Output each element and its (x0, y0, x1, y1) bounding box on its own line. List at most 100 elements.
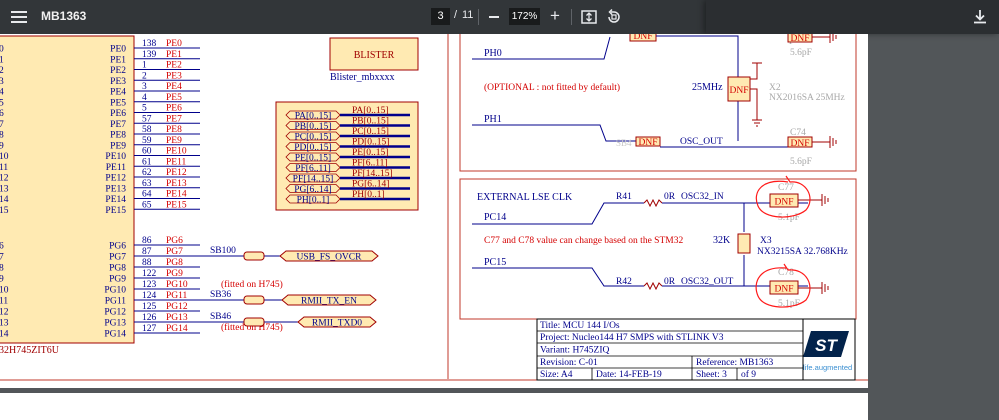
pe-net-15: PE15 (166, 200, 187, 210)
pe-left-num-6: 6 (0, 109, 4, 119)
title-block-date: Date: 14-FEB-19 (596, 370, 662, 380)
pe-pin-4: PE4 (110, 88, 126, 98)
x2-ref: X2 (769, 83, 781, 93)
bus-port-6 (285, 173, 341, 183)
c78-dnf: DNF (774, 285, 793, 295)
bus-port-label-5: PF[6..11] (295, 164, 331, 174)
c77-val: 5.1pF (778, 213, 800, 223)
usb-fs-ovcr-flag (279, 250, 379, 262)
sb100-symbol (243, 251, 265, 261)
pe-pin-5: PE5 (110, 98, 126, 108)
rotate-icon[interactable] (605, 8, 623, 26)
pe-net-14: PE14 (166, 190, 187, 200)
pe-left-num-0: 0 (0, 45, 4, 55)
rmii-txd0-flag (297, 316, 377, 328)
bus-label-group: PA[0..15]PA[0..15]PB[0..15]PB[0..15]PC[0… (285, 106, 410, 206)
sb100-label: SB100 (210, 246, 236, 256)
st-logo-text: ST (815, 336, 838, 355)
pg-pin-8: PG14 (104, 330, 126, 340)
pg-pin-number-5: 124 (142, 291, 157, 301)
bus-port-label-2: PC[0..15] (295, 133, 332, 143)
pe-pin-number-4: 3 (142, 82, 147, 92)
bus-net-label-7: PG[6..14] (352, 180, 389, 190)
pe-left-num-5: 5 (0, 98, 4, 108)
fit-page-icon[interactable] (580, 8, 598, 26)
pe-left-num-13: 13 (0, 184, 9, 194)
bus-port-3 (285, 142, 341, 151)
pe-net-12: PE12 (166, 168, 187, 178)
blister-caption: Blister_mbxxxx (330, 72, 394, 83)
pg-pin-number-0: 86 (142, 236, 152, 246)
hse-top-dnf: DNF (633, 34, 652, 42)
title-block-reference: Reference: MB1363 (696, 357, 774, 368)
ph0-label: PH0 (484, 48, 502, 59)
pe-pin-9: PE9 (110, 141, 126, 151)
bus-port-label-4: PE[0..15] (295, 154, 331, 164)
blister-label: BLISTER (354, 50, 395, 61)
bus-net-label-4: PE[0..15] (352, 148, 388, 158)
bus-port-label-1: PB[0..15] (295, 122, 332, 132)
hse-frame (459, 34, 857, 172)
pg-pin-7: PG13 (104, 319, 126, 329)
pe-pin-13: PE13 (105, 184, 126, 194)
pe-pin-number-6: 5 (142, 104, 147, 114)
menu-icon[interactable] (8, 6, 30, 28)
rmii-txd0-label: RMII_TXD0 (312, 319, 362, 329)
pe-net-2: PE2 (166, 61, 182, 71)
lse-note: C77 and C78 value can change based on th… (484, 236, 683, 246)
blister-symbol (329, 37, 419, 71)
plus-icon[interactable]: + (550, 6, 560, 25)
pg-net-6: PG12 (166, 302, 188, 312)
pe-pin-number-14: 64 (142, 190, 152, 200)
pe-pin-8: PE8 (110, 131, 126, 141)
download-icon[interactable] (971, 8, 989, 26)
pe-left-num-3: 3 (0, 77, 4, 87)
minus-icon[interactable] (485, 8, 503, 26)
bus-net-label-6: PF[14..15] (352, 169, 393, 179)
pg-net-1: PG7 (166, 247, 183, 257)
pe-left-num-12: 12 (0, 174, 9, 184)
pg-net-8: PG14 (166, 324, 188, 334)
pe-pin-2: PE2 (110, 66, 126, 76)
pe-left-num-10: 10 (0, 152, 9, 162)
osc32-in-label: OSC32_IN (681, 192, 724, 202)
pg-pin-4: PG10 (104, 286, 126, 296)
pe-left-num-9: 9 (0, 141, 4, 151)
r42-label: R42 (616, 277, 632, 287)
pe-net-3: PE3 (166, 71, 182, 81)
optional-note: (OPTIONAL : not fitted by default) (484, 82, 620, 93)
pg-pin-3: PG9 (109, 275, 126, 285)
pc14-label: PC14 (484, 212, 506, 223)
osc-out-label: OSC_OUT (680, 137, 723, 147)
page-total: 11 (462, 9, 474, 21)
document-title: MB1363 (41, 9, 87, 23)
bus-port-1 (285, 121, 341, 130)
x3-crystal (737, 233, 751, 254)
pe-pin-14: PE14 (105, 195, 126, 205)
pe-left-num-11: 11 (0, 163, 8, 173)
c77-dnf: DNF (774, 198, 793, 208)
pe-pin-6: PE6 (110, 109, 126, 119)
toolbar-divider (478, 9, 479, 25)
pe-net-4: PE4 (166, 82, 182, 92)
pe-net-10: PE10 (166, 147, 187, 157)
pe-net-11: PE11 (166, 157, 186, 167)
zoom-input[interactable]: 172% (509, 8, 540, 25)
c-top-dnf: DNF (790, 34, 809, 44)
page-number-input[interactable]: 3 (431, 8, 450, 25)
pe-left-num-2: 2 (0, 66, 4, 76)
pe-left-num-14: 14 (0, 195, 9, 205)
pe-pin-number-2: 1 (142, 61, 147, 71)
title-block-project: Project: Nucleo144 H7 SMPS with STLINK V… (540, 333, 724, 343)
pg-pin-number-8: 127 (142, 324, 157, 334)
pe-left-num-1: 1 (0, 55, 4, 65)
r41-resistor (643, 198, 663, 208)
extension-panel (706, 0, 999, 34)
pe-net-9: PE9 (166, 136, 182, 146)
sb36-symbol (243, 295, 265, 305)
c74-val: 5.6pF (790, 157, 812, 167)
lse-title: EXTERNAL LSE CLK (477, 192, 573, 203)
pe-left-num-7: 7 (0, 120, 4, 130)
pg-left-num-0: 6 (0, 242, 4, 252)
